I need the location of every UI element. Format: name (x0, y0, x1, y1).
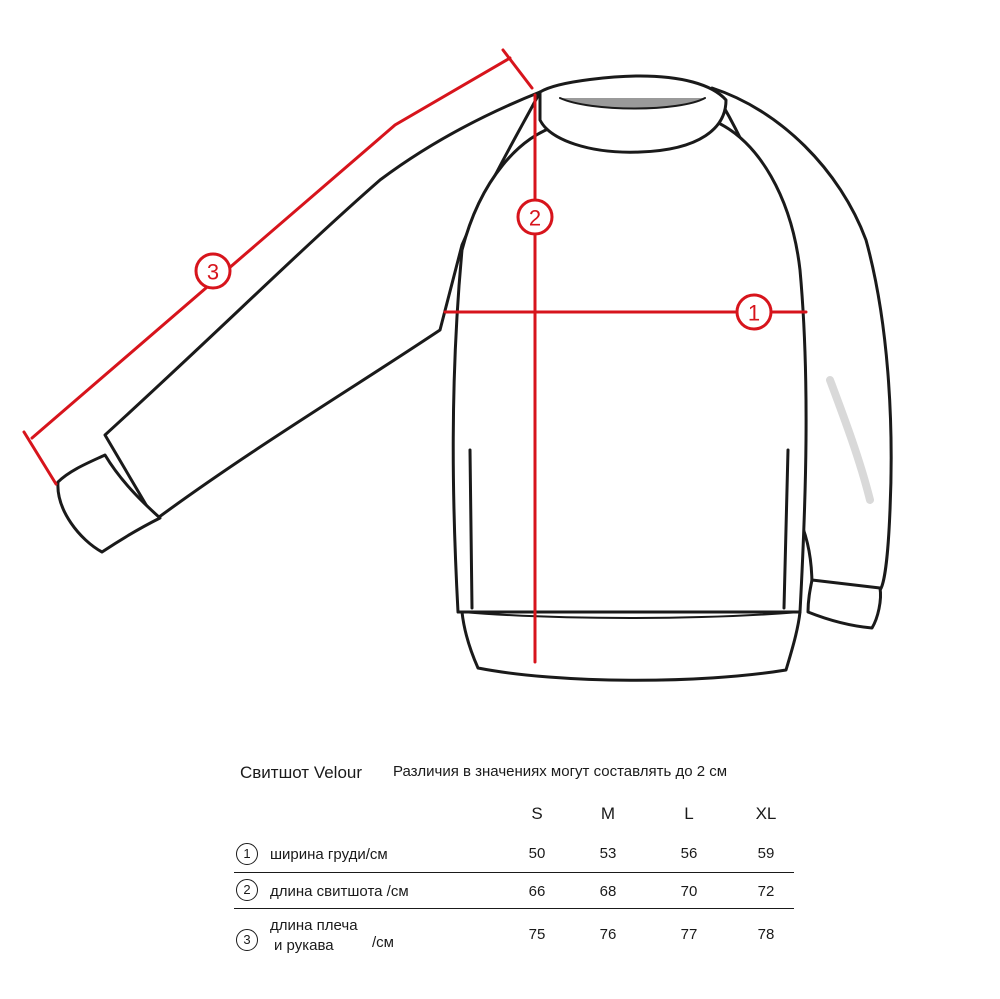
right-cuff (806, 578, 882, 630)
row-3-value-l: 77 (680, 926, 698, 943)
row-2-value-l: 70 (680, 883, 698, 900)
sweatshirt-diagram: 1 2 3 (22, 48, 893, 682)
row-3-number-icon: 3 (236, 929, 258, 951)
row-3-label-line2: и рукава (274, 937, 334, 954)
row-2-value-m: 68 (599, 883, 617, 900)
marker-3-label: 3 (207, 260, 219, 285)
size-header-l: L (684, 804, 694, 823)
marker-2-circle (516, 198, 554, 236)
row-1-value-s: 50 (528, 845, 546, 862)
row-2-number-icon: 2 (236, 879, 258, 901)
size-note: Различия в значениях могут составлять до… (393, 763, 728, 780)
marker-1-label: 1 (748, 301, 760, 326)
row-2-value-s: 66 (528, 883, 546, 900)
row-3-value-m: 76 (599, 926, 617, 943)
row-2-label: длина свитшота /см (270, 883, 409, 900)
measurement-lines (22, 48, 808, 664)
collar (538, 74, 728, 154)
row-1-value-m: 53 (599, 845, 617, 862)
row-2-value-xl: 72 (757, 883, 775, 900)
row-1-label: ширина груди/см (270, 846, 388, 863)
row-1-value-l: 56 (680, 845, 698, 862)
size-header-xl: XL (755, 804, 777, 823)
measurement-markers (194, 198, 773, 331)
waistband (460, 610, 802, 682)
row-divider-2 (234, 908, 794, 909)
sweatshirt-outline (56, 74, 893, 682)
row-3-value-xl: 78 (757, 926, 775, 943)
marker-2-label: 2 (529, 206, 541, 231)
row-1-value-xl: 59 (757, 845, 775, 862)
marker-1-circle (735, 293, 773, 331)
row-3-unit: /см (372, 934, 394, 951)
row-divider-1 (234, 872, 794, 873)
left-cuff (56, 453, 162, 554)
row-3-value-s: 75 (528, 926, 546, 943)
product-name: Свитшот Velour (240, 763, 363, 782)
body (451, 118, 808, 614)
row-1-number-icon: 1 (236, 843, 258, 865)
row-3-label-line1: длина плеча (270, 917, 358, 934)
size-header-s: S (531, 804, 543, 823)
size-header-m: M (600, 804, 616, 823)
sleeve-length-line (30, 56, 512, 440)
marker-3-circle (194, 252, 232, 290)
